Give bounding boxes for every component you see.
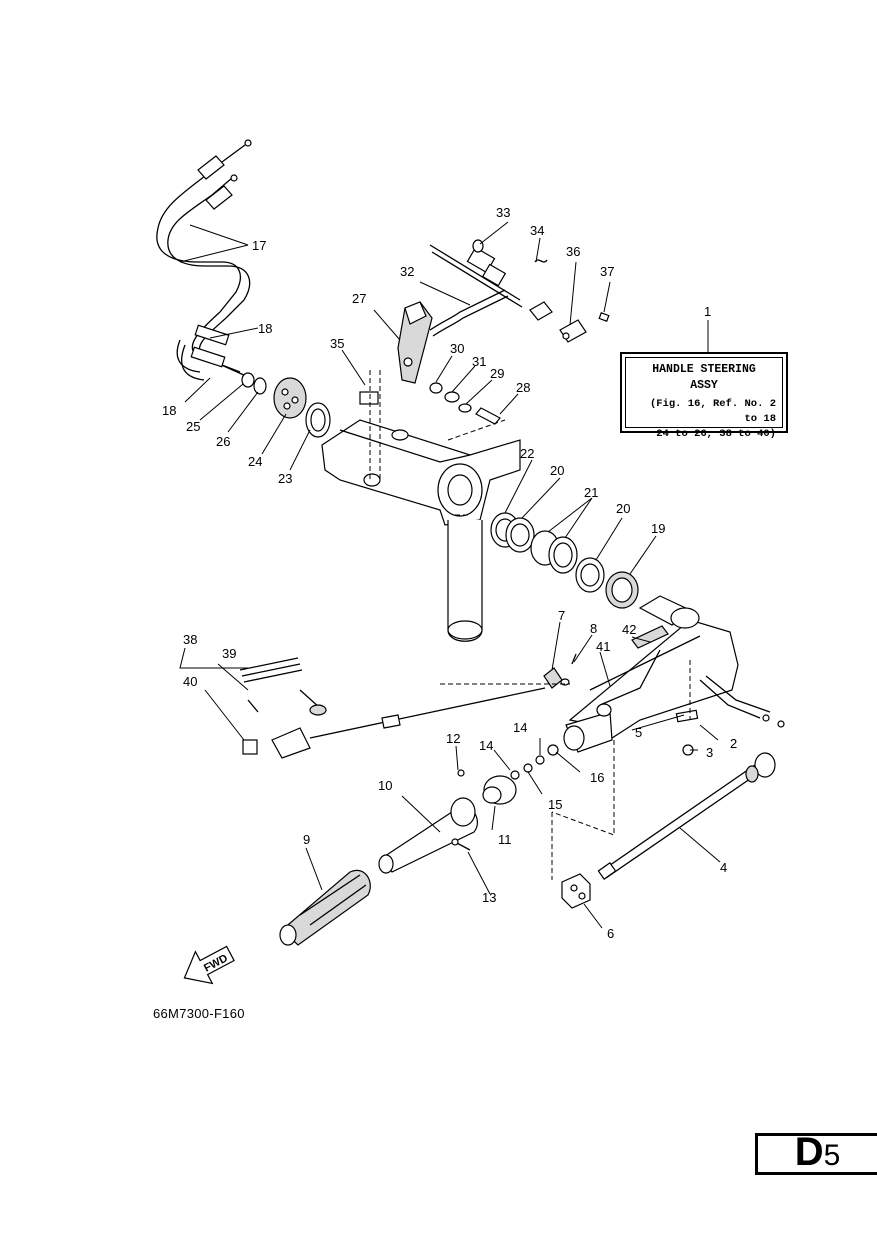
- callout-27: 27: [352, 291, 366, 306]
- leader-lines: [179, 221, 721, 929]
- callout-18b: 18: [162, 403, 176, 418]
- callout-19: 19: [651, 521, 665, 536]
- callout-8: 8: [590, 621, 597, 636]
- callout-10: 10: [378, 778, 392, 793]
- callout-33: 33: [496, 205, 510, 220]
- callout-2: 2: [730, 736, 737, 751]
- callout-32: 32: [400, 264, 414, 279]
- callout-7: 7: [558, 608, 565, 623]
- callout-25: 25: [186, 419, 200, 434]
- callout-41: 41: [596, 639, 610, 654]
- callout-36: 36: [566, 244, 580, 259]
- callout-20b: 20: [616, 501, 630, 516]
- callout-35: 35: [330, 336, 344, 351]
- assembly-note-line1: (Fig. 16, Ref. No. 2 to 18: [649, 398, 776, 425]
- steering-handle-housing: [563, 595, 785, 756]
- throttle-grip: [279, 769, 517, 946]
- callout-9: 9: [303, 832, 310, 847]
- figure-code: 66M7300-F160: [153, 1006, 245, 1021]
- callout-42: 42: [622, 622, 636, 637]
- page-code: D5: [795, 1132, 841, 1174]
- callout-20a: 20: [550, 463, 564, 478]
- callout-14b: 14: [513, 720, 527, 735]
- page-code-number: 5: [823, 1139, 841, 1172]
- small-parts: [510, 653, 577, 780]
- assembly-note-box: HANDLE STEERING ASSY (Fig. 16, Ref. No. …: [620, 352, 788, 440]
- callout-39: 39: [222, 646, 236, 661]
- callout-37: 37: [600, 264, 614, 279]
- callout-5: 5: [635, 725, 642, 740]
- callout-13: 13: [482, 890, 496, 905]
- callout-numbers: 1 2 3 4 5 6 7 8 9 10 11 12 13 14 14 15 1…: [162, 205, 737, 941]
- callout-30: 30: [450, 341, 464, 356]
- callout-1: 1: [704, 304, 711, 319]
- page-code-box: D5: [755, 1132, 877, 1175]
- steering-bracket: [321, 419, 521, 642]
- friction-shaft: [597, 752, 776, 880]
- reference-lines: [369, 370, 691, 880]
- stop-switch: [239, 657, 546, 759]
- callout-38: 38: [183, 632, 197, 647]
- callout-24: 24: [248, 454, 262, 469]
- callout-21: 21: [584, 485, 598, 500]
- callout-6: 6: [607, 926, 614, 941]
- callout-40: 40: [183, 674, 197, 689]
- callout-23: 23: [278, 471, 292, 486]
- cable-grommet: [241, 372, 331, 438]
- fwd-label: FWD: [202, 952, 230, 974]
- callout-34: 34: [530, 223, 544, 238]
- friction-washers: [490, 512, 639, 609]
- callout-26: 26: [216, 434, 230, 449]
- callout-28: 28: [516, 380, 530, 395]
- callout-22: 22: [520, 446, 534, 461]
- page-code-letter: D: [794, 1130, 824, 1174]
- assembly-title-line1: HANDLE STEERING: [652, 363, 756, 376]
- callout-11: 11: [498, 832, 512, 847]
- callout-14a: 14: [479, 738, 493, 753]
- cable-assembly: [156, 139, 252, 381]
- shift-lever-assembly: [359, 239, 610, 425]
- callout-17: 17: [252, 238, 266, 253]
- callout-4: 4: [720, 860, 727, 875]
- callout-29: 29: [490, 366, 504, 381]
- assembly-note-line2: 24 to 26, 38 to 40): [656, 428, 776, 440]
- assembly-note-inner: HANDLE STEERING ASSY (Fig. 16, Ref. No. …: [625, 357, 783, 440]
- assembly-title-line2: ASSY: [690, 379, 718, 392]
- callout-31: 31: [472, 354, 486, 369]
- callout-3: 3: [706, 745, 713, 760]
- fwd-arrow: FWD: [183, 945, 235, 985]
- callout-16: 16: [590, 770, 604, 785]
- callout-12: 12: [446, 731, 460, 746]
- clamp-block: [561, 873, 591, 909]
- callout-15: 15: [548, 797, 562, 812]
- callout-18a: 18: [258, 321, 272, 336]
